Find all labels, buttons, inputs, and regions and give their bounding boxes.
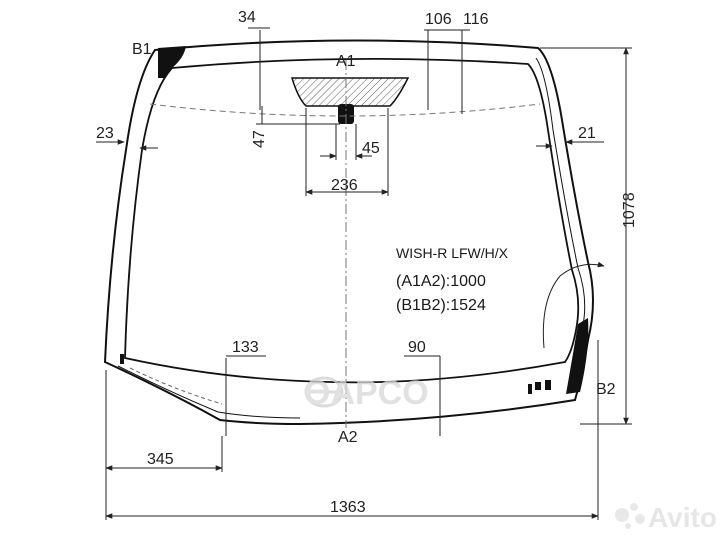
dim-116: 116: [463, 11, 489, 28]
dim-1363: 1363: [330, 499, 366, 516]
dim-345: 345: [147, 451, 174, 468]
mark-4: [120, 354, 124, 364]
mark-1: [528, 384, 532, 394]
curvature-arrow: [542, 261, 605, 349]
b1-black-corner: [158, 46, 186, 78]
dim-133: 133: [232, 339, 259, 356]
dim-106: 106: [425, 11, 452, 28]
brand-watermark-text: ӨAPCO: [304, 374, 429, 412]
dim-90: 90: [408, 339, 426, 356]
brand-watermark: ӨAPCO: [304, 374, 429, 412]
dim-21: 21: [578, 125, 596, 142]
spec-b1b2: (B1B2):1524: [396, 297, 486, 314]
label-b1: B1: [132, 41, 152, 58]
mirror-area-hatched: [290, 77, 410, 107]
bottom-left-line: [117, 365, 301, 419]
right-edge-line: [535, 57, 586, 331]
wiper-dashed-line: [149, 103, 541, 117]
mark-3: [545, 380, 551, 390]
label-a2: A2: [338, 429, 358, 446]
dim-1078: 1078: [621, 192, 638, 228]
label-a1: A1: [336, 53, 356, 70]
avito-logo: Avito: [615, 502, 717, 533]
glass-inner-outline: [124, 57, 580, 384]
avito-text: Avito: [648, 502, 717, 533]
dim-23: 23: [96, 125, 114, 142]
mark-2: [535, 382, 541, 390]
dim-45: 45: [362, 140, 380, 157]
glass-outer-outline: [103, 39, 594, 426]
spec-a1a2: (A1A2):1000: [396, 273, 486, 290]
dim-34: 34: [238, 9, 256, 26]
label-b2: B2: [596, 381, 616, 398]
b2-black-corner: [566, 318, 589, 394]
dim-236: 236: [331, 177, 358, 194]
bottom-left-dash: [129, 367, 223, 405]
dim-47: 47: [251, 130, 268, 148]
part-code: WISH-R LFW/H/X: [396, 245, 509, 261]
